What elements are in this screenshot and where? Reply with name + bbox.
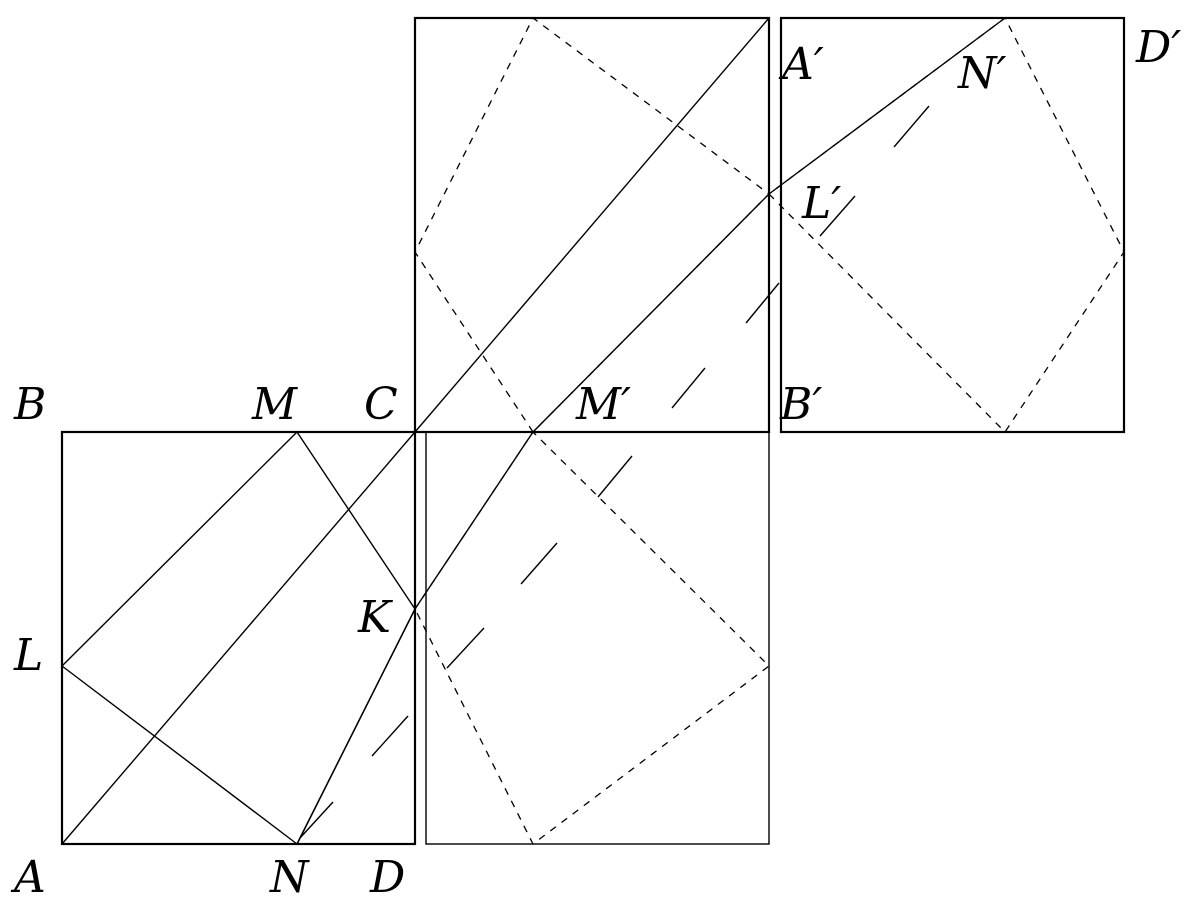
label-a: A: [10, 852, 46, 903]
label-n-prime: N′: [957, 48, 1007, 99]
dashed-quad-top-right: [768, 17, 1125, 434]
hash-marks: [299, 105, 930, 839]
label-b-prime: B′: [779, 379, 822, 430]
label-d: D: [369, 852, 405, 903]
segment-l-m: [61, 431, 298, 667]
square-top-right: [779, 16, 1126, 434]
label-l-prime: L′: [801, 178, 841, 229]
square-abcd: [60, 430, 417, 846]
dashed-quad-top-middle: [414, 17, 770, 434]
label-k: K: [357, 592, 393, 643]
label-m: M: [251, 379, 298, 430]
label-d-prime: D′: [1135, 22, 1181, 73]
label-l: L: [13, 630, 43, 681]
segment-m-k: [296, 431, 416, 610]
label-n: N: [269, 852, 310, 903]
segment-l-n: [61, 665, 298, 845]
dashed-quad-bottom-right: [414, 430, 770, 845]
square-bottom-right: [425, 431, 770, 845]
square-top-middle: [413, 16, 771, 434]
label-m-prime: M′: [575, 379, 631, 430]
label-c: C: [364, 379, 398, 430]
label-b: B: [13, 379, 46, 430]
diagonal-a-aprime: [61, 17, 770, 845]
label-a-prime: A′: [778, 39, 824, 90]
